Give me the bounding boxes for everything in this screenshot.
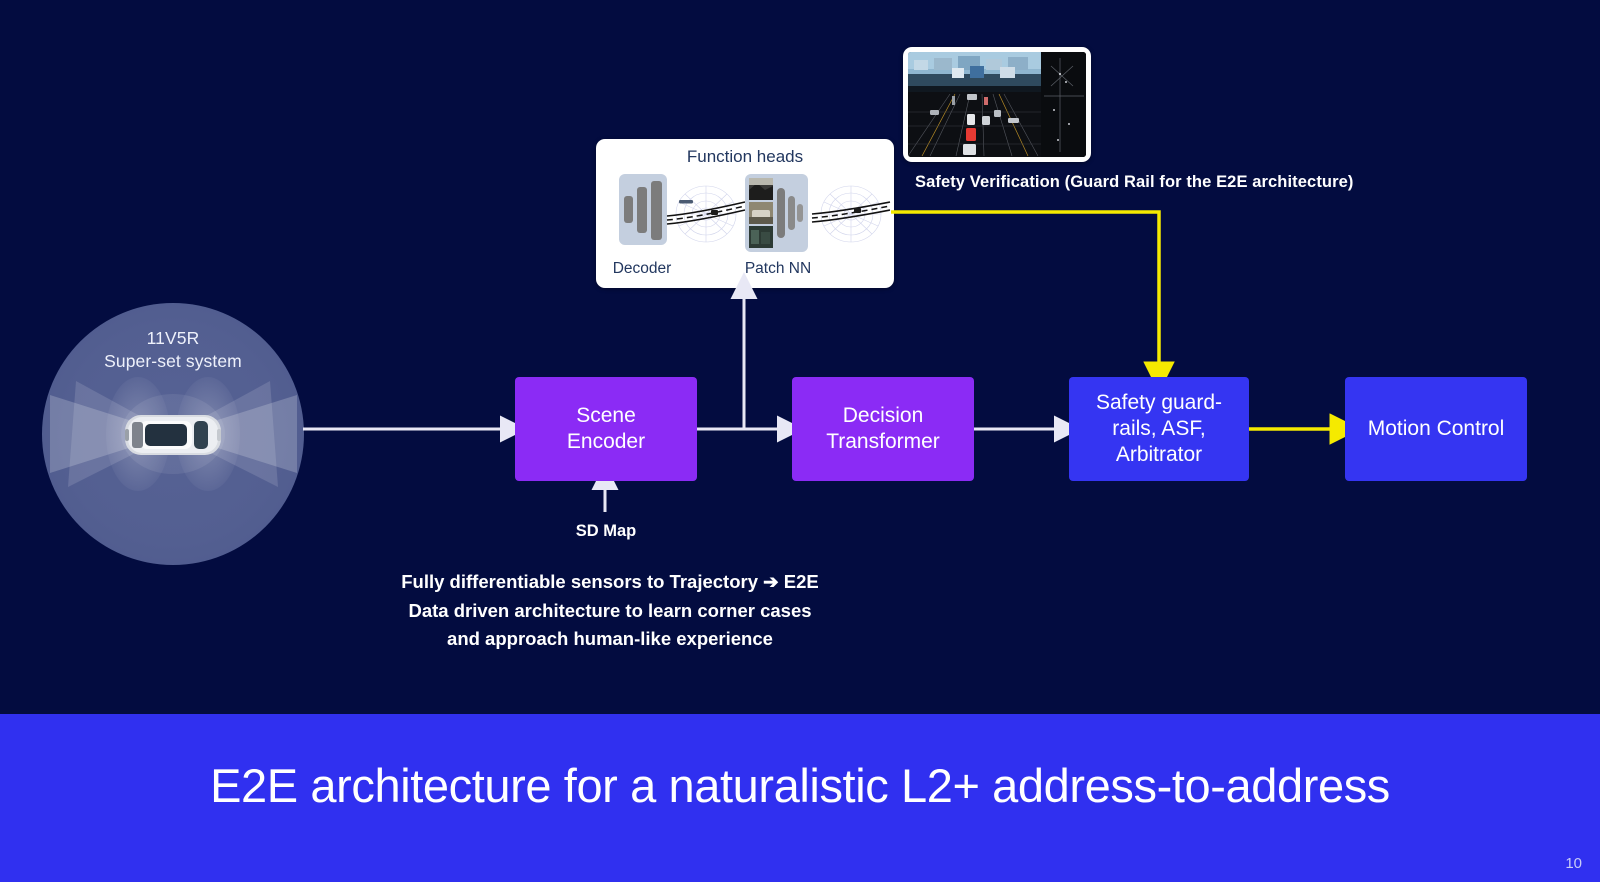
page-number: 10 (1565, 855, 1582, 872)
patch-nn-icon (745, 174, 808, 252)
safety-verification-thumbnail[interactable] (903, 47, 1091, 162)
patch-nn-label: Patch NN (744, 260, 812, 277)
sd-map-label: SD Map (575, 522, 637, 540)
function-heads-title: Function heads (686, 147, 804, 166)
sensor-system-line2: Super-set system (104, 351, 242, 371)
sensor-system-label: 11V5R Super-set system (42, 327, 304, 373)
decoder-network-icon (619, 174, 667, 245)
box-scene-encoder[interactable]: Scene Encoder (515, 377, 697, 481)
sensor-superset-graphic: 11V5R Super-set system (42, 303, 304, 565)
caption-line-1: Fully differentiable sensors to Trajecto… (401, 571, 819, 592)
box-decision-transformer-label: Decision Transformer (826, 404, 940, 453)
safety-verification-label: Safety Verification (Guard Rail for the … (915, 173, 1354, 191)
sensor-cones (50, 377, 297, 491)
decoder-label: Decoder (612, 260, 672, 277)
lane-radar-plot-2 (811, 185, 891, 243)
slide-title: E2E architecture for a naturalistic L2+ … (210, 759, 1390, 812)
box-motion-control[interactable]: Motion Control (1345, 377, 1527, 481)
box-safety-guardrails-label: Safety guard- rails, ASF, Arbitrator (1095, 391, 1223, 466)
driving-scene-image (908, 52, 1086, 157)
slide-banner: E2E architecture for a naturalistic L2+ … (0, 714, 1600, 882)
box-scene-encoder-label: Scene Encoder (566, 404, 646, 453)
caption-line-2: Data driven architecture to learn corner… (408, 599, 812, 621)
lane-radar-plot-1 (666, 185, 746, 243)
architecture-caption: Fully differentiable sensors to Trajecto… (330, 568, 890, 654)
sensor-system-line1: 11V5R (146, 328, 200, 348)
box-decision-transformer[interactable]: Decision Transformer (792, 377, 974, 481)
arrow-guardrail-feed (891, 210, 1175, 393)
box-safety-guardrails[interactable]: Safety guard- rails, ASF, Arbitrator (1069, 377, 1249, 481)
caption-line-3: and approach human-like experience (447, 628, 773, 649)
box-motion-control-label: Motion Control (1367, 417, 1505, 440)
